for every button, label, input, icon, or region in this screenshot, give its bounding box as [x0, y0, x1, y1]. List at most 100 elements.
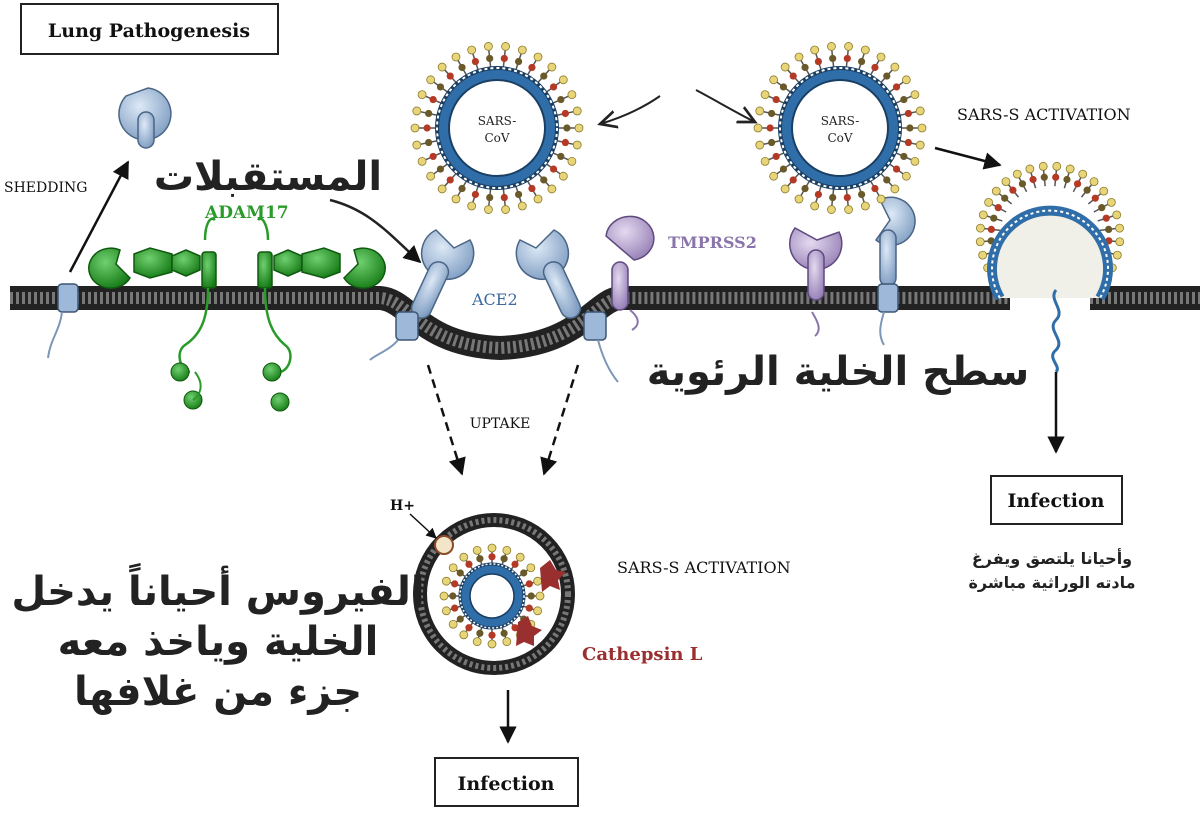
- spike-body: [779, 165, 788, 173]
- spike-tip: [975, 237, 985, 247]
- spike-body: [540, 72, 548, 80]
- fusing-virus: [975, 161, 1125, 374]
- arabic-enter-line2: الخلية وياخذ معه: [58, 619, 379, 665]
- spike-tip: [437, 62, 447, 72]
- sars-cov-virus-top-left: SARS- CoV: [410, 42, 584, 214]
- shed-ace2-fragment: [118, 87, 172, 149]
- spike-body: [1105, 225, 1113, 233]
- spike-body: [858, 57, 866, 66]
- spike-body: [471, 190, 479, 199]
- spike-body: [904, 138, 912, 147]
- spike-tip: [1052, 161, 1062, 171]
- spike-tip: [459, 552, 469, 562]
- spike-body: [446, 72, 454, 80]
- spike-tip: [1001, 177, 1011, 186]
- spike-body: [772, 95, 780, 104]
- spike-tip: [876, 52, 886, 62]
- virus-label-line2: CoV: [484, 131, 509, 145]
- shedding-label: SHEDDING: [4, 180, 87, 196]
- spike-tip: [439, 591, 449, 601]
- spike-body: [843, 193, 851, 202]
- spike-body: [801, 63, 809, 72]
- spike-tip: [844, 205, 853, 214]
- ace2-receptor-right: [515, 229, 619, 383]
- spike-body: [829, 193, 837, 202]
- cathepsin-enzyme-1: [540, 560, 566, 592]
- spike-body: [527, 592, 535, 600]
- title-box: Lung Pathogenesis: [20, 3, 279, 55]
- spike-body: [561, 109, 569, 118]
- tmprss2-label: TMPRSS2: [668, 233, 757, 252]
- spike-body: [772, 152, 780, 161]
- spike-tip: [412, 140, 422, 150]
- spike-tip: [755, 106, 765, 116]
- arrow-to-ace2-path: [600, 95, 661, 124]
- spike-body: [471, 57, 479, 66]
- spike-body: [456, 569, 464, 577]
- spike-body: [486, 54, 494, 63]
- spike-tip: [567, 90, 577, 100]
- uptake-arrow-right: [540, 364, 580, 476]
- spike-body: [525, 604, 533, 612]
- spike-tip: [901, 75, 911, 85]
- spike-tip: [910, 156, 920, 166]
- spike-body: [557, 152, 565, 161]
- activation-arrow-top: [934, 146, 1002, 170]
- spike-tip: [467, 45, 477, 55]
- spike-tip: [780, 184, 790, 194]
- spike-body: [436, 83, 445, 91]
- spike-body: [458, 63, 466, 72]
- ace2-receptor-left: [369, 229, 475, 361]
- page-title: Lung Pathogenesis: [48, 20, 250, 42]
- spike-tip: [1112, 250, 1122, 260]
- spike-tip: [1025, 164, 1035, 174]
- spike-tip: [890, 184, 900, 194]
- virus-label-line1-b: SARS-: [821, 114, 860, 128]
- tmprss2-protein-left: [605, 215, 655, 331]
- spike-body: [500, 629, 508, 637]
- spike-body: [549, 165, 558, 173]
- spike-body: [871, 63, 879, 72]
- spike-body: [520, 569, 528, 577]
- spike-tip: [515, 552, 525, 562]
- spike-body: [488, 553, 496, 561]
- spike-tip: [459, 630, 469, 640]
- spike-body: [779, 83, 788, 91]
- spike-tip: [517, 45, 527, 55]
- spike-body: [456, 615, 464, 623]
- virus-label-line1: SARS-: [478, 114, 517, 128]
- spike-body: [1001, 194, 1009, 202]
- spike-body: [1052, 173, 1060, 181]
- spike-body: [892, 165, 901, 173]
- spike-tip: [487, 639, 497, 649]
- spike-body: [829, 54, 837, 63]
- spike-tip: [410, 123, 420, 133]
- spike-tip: [769, 75, 779, 85]
- spike-tip: [794, 52, 804, 62]
- spike-body: [425, 109, 433, 118]
- spike-tip: [558, 75, 568, 85]
- spike-tip: [547, 62, 557, 72]
- spike-body: [987, 225, 995, 233]
- spike-body: [768, 138, 776, 147]
- spike-body: [476, 555, 484, 563]
- spike-tip: [780, 62, 790, 72]
- cathepsin-label: Cathepsin L: [582, 644, 703, 665]
- spike-tip: [753, 123, 763, 133]
- spike-tip: [533, 606, 543, 616]
- infection-box-bottom: Infection: [434, 757, 579, 807]
- spike-tip: [574, 123, 584, 133]
- spike-body: [451, 580, 459, 588]
- spike-body: [561, 138, 569, 147]
- spike-tip: [1012, 169, 1022, 179]
- spike-body: [500, 555, 508, 563]
- spike-body: [814, 190, 822, 199]
- spike-body: [1029, 175, 1037, 184]
- spike-tip: [572, 140, 582, 150]
- spike-body: [528, 184, 536, 193]
- adam17-protein-right: [257, 217, 386, 412]
- spike-body: [858, 190, 866, 199]
- spike-body: [446, 176, 454, 184]
- spike-tip: [827, 42, 836, 51]
